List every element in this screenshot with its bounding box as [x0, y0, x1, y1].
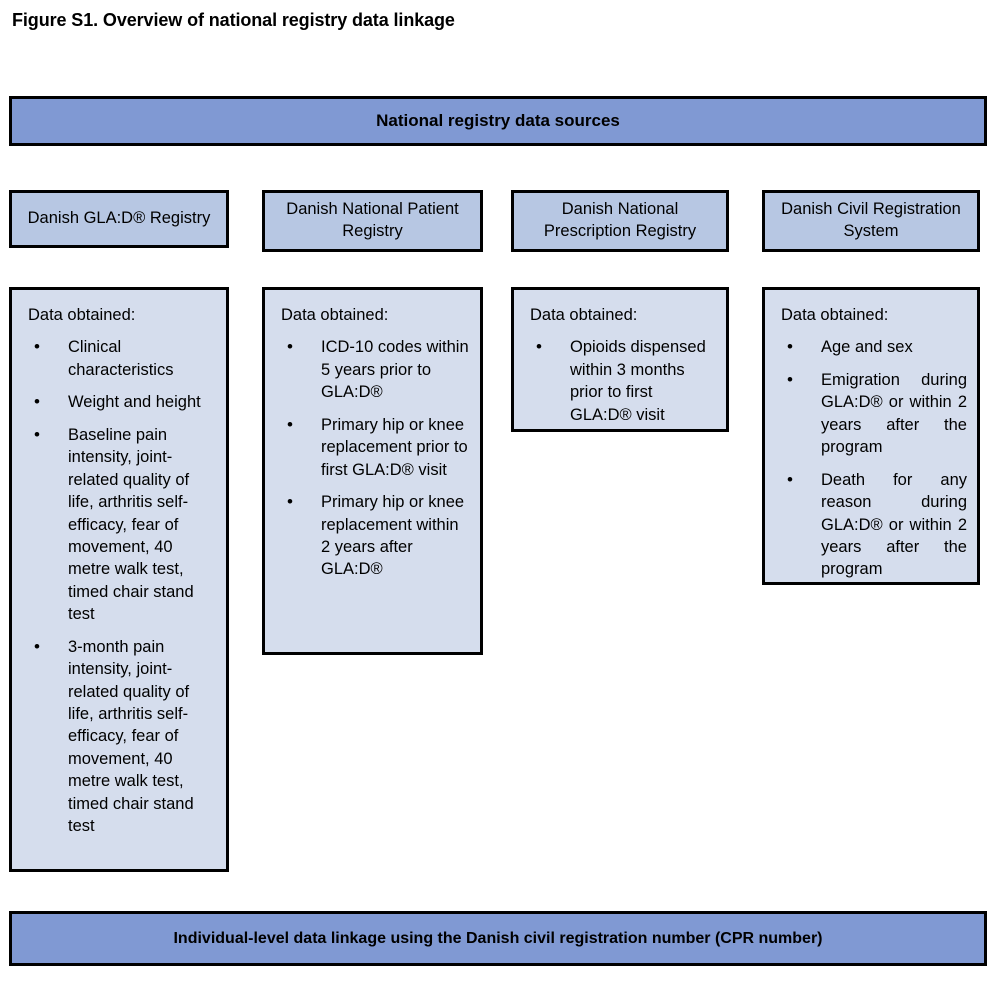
data-obtained-label: Data obtained: — [530, 306, 638, 324]
bullet-icon: • — [787, 337, 793, 357]
registry-header-label: Danish GLA:D® Registry — [27, 209, 211, 228]
list-item-text: Opioids dispensed within 3 months prior … — [570, 338, 706, 424]
data-box-danish-national-prescription-registry: Data obtained: • Opioids dispensed within… — [511, 287, 729, 432]
list-item-text: Primary hip or knee replacement within 2… — [321, 493, 465, 579]
banner-national-registry-data-sources: National registry data sources — [9, 96, 987, 146]
data-item-list: • Opioids dispensed within 3 months prior… — [528, 336, 716, 426]
list-item: • Primary hip or knee replacement within … — [279, 491, 470, 581]
bullet-icon: • — [34, 392, 40, 412]
list-item: • Death for any reason during GLA:D® or w… — [779, 469, 967, 581]
bullet-icon: • — [536, 337, 542, 357]
banner-individual-level-data-linkage: Individual-level data linkage using the … — [9, 911, 987, 966]
registry-header-label: Danish National Patient Registry — [286, 200, 459, 240]
data-item-list: • ICD-10 codes within 5 years prior to GL… — [279, 336, 470, 580]
registry-header-danish-civil-registration-system: Danish Civil Registration System — [762, 190, 980, 252]
bullet-icon: • — [787, 369, 793, 389]
data-box-danish-national-patient-registry: Data obtained: • ICD-10 codes within 5 ye… — [262, 287, 483, 655]
list-item-text: 3-month pain intensity, joint-related qu… — [68, 637, 194, 836]
list-item: • Clinical characteristics — [26, 336, 216, 381]
list-item: • Emigration during GLA:D® or within 2 ye… — [779, 369, 967, 459]
list-item-text: Primary hip or knee replacement prior to… — [321, 415, 468, 479]
bullet-icon: • — [287, 414, 293, 434]
registry-header-label: Danish Civil Registration System — [781, 200, 961, 240]
list-item: • Baseline pain intensity, joint-related … — [26, 424, 216, 626]
data-item-list: • Clinical characteristics • Weight and he… — [26, 336, 216, 837]
figure-title: Figure S1. Overview of national registry… — [12, 10, 455, 30]
list-item-text: ICD-10 codes within 5 years prior to GLA… — [321, 338, 469, 402]
list-item-text: Emigration during GLA:D® or within 2 yea… — [821, 370, 967, 457]
data-obtained-label: Data obtained: — [28, 306, 136, 324]
list-item: • ICD-10 codes within 5 years prior to GL… — [279, 336, 470, 403]
registry-header-danish-national-prescription-registry: Danish National Prescription Registry — [511, 190, 729, 252]
bullet-icon: • — [287, 492, 293, 512]
banner-bottom-label: Individual-level data linkage using the … — [173, 929, 823, 947]
list-item-text: Baseline pain intensity, joint-related q… — [68, 425, 194, 624]
list-item: • Primary hip or knee replacement prior t… — [279, 414, 470, 481]
banner-top-label: National registry data sources — [376, 111, 620, 130]
bullet-icon: • — [34, 424, 40, 444]
data-obtained-label: Data obtained: — [281, 306, 389, 324]
list-item: • Opioids dispensed within 3 months prior… — [528, 336, 716, 426]
list-item: • Age and sex — [779, 336, 967, 358]
data-item-list: • Age and sex • Emigration during GLA:D® o… — [779, 336, 967, 580]
data-box-danish-glad-registry: Data obtained: • Clinical characteristics… — [9, 287, 229, 872]
bullet-icon: • — [34, 337, 40, 357]
registry-header-danish-glad-registry: Danish GLA:D® Registry — [9, 190, 229, 248]
registry-header-danish-national-patient-registry: Danish National Patient Registry — [262, 190, 483, 252]
list-item-text: Age and sex — [821, 338, 913, 357]
list-item-text: Weight and height — [68, 393, 201, 412]
list-item: • Weight and height — [26, 391, 216, 413]
data-box-danish-civil-registration-system: Data obtained: • Age and sex • Emigration … — [762, 287, 980, 585]
list-item-text: Clinical characteristics — [68, 338, 174, 379]
bullet-icon: • — [34, 636, 40, 656]
list-item: • 3-month pain intensity, joint-related q… — [26, 636, 216, 838]
registry-header-label: Danish National Prescription Registry — [543, 200, 697, 240]
data-obtained-label: Data obtained: — [781, 306, 889, 324]
bullet-icon: • — [787, 469, 793, 489]
list-item-text: Death for any reason during GLA:D® or wi… — [821, 470, 967, 579]
bullet-icon: • — [287, 337, 293, 357]
